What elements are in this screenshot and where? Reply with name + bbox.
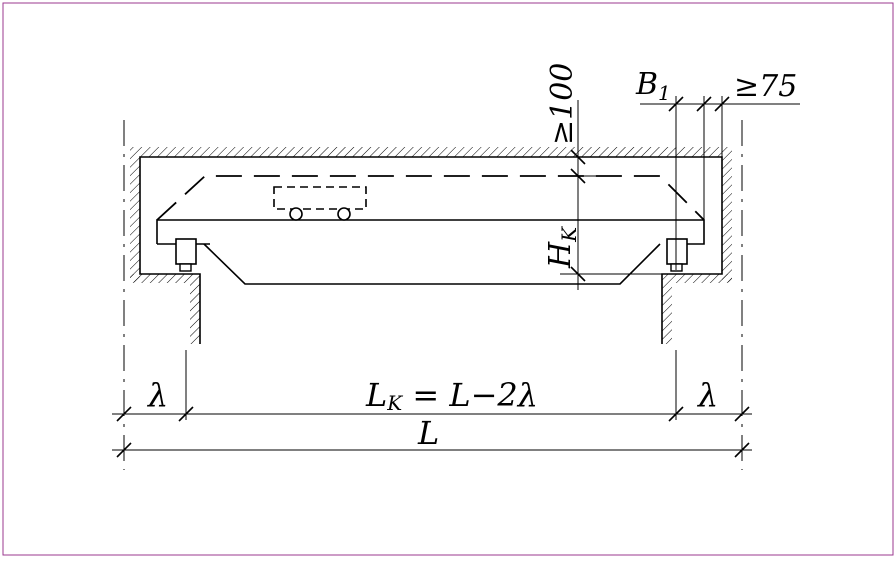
top-right-dimensions [640,96,800,270]
label-crane-height-sub: K [557,226,581,243]
label-span-crane: LK = L−2λ [365,376,538,415]
right-wall-hatch [722,157,732,282]
label-crane-height: HK [543,226,581,269]
vertical-dimensions [560,100,704,290]
label-lambda-left: λ [146,376,168,414]
label-crane-height-main: H [543,241,578,269]
crane [156,175,705,285]
trolley [273,186,367,210]
label-span-crane-main: L [365,376,387,414]
axis-lines [123,120,743,470]
left-wall-hatch [130,157,140,282]
trolley-wheel-right [337,207,351,221]
right-column-hatch [662,283,672,344]
bottom-dimensions [112,406,752,458]
trolley-wheel-left [289,207,303,221]
label-span-crane-formula: = L−2λ [402,376,538,414]
end-carriage-right [666,238,688,265]
label-min-gap-top: ≥100 [545,63,580,145]
label-min-gap-side: ≥75 [734,69,797,104]
left-column-top-hatch [130,274,200,283]
ceiling-hatch [130,147,732,157]
wheel-left [179,263,192,272]
label-b1-sub: 1 [658,81,671,105]
label-span-total: L [417,414,439,452]
label-b1: B1 [635,67,671,105]
right-column-top-hatch [662,274,732,283]
left-column-hatch [190,283,200,344]
label-span-crane-sub: K [386,391,403,415]
label-b1-main: B [635,67,658,102]
end-carriage-left [175,238,197,265]
label-lambda-right: λ [696,376,718,414]
